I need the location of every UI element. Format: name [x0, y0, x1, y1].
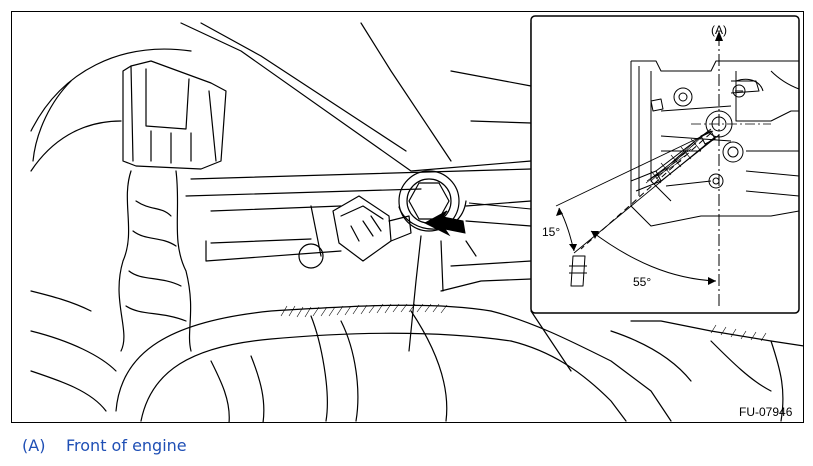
angle-label-15: 15° — [542, 225, 560, 239]
angle-55-arc — [590, 230, 717, 282]
engine-diagram: (A) 15° 55° FU-07946 — [11, 11, 804, 423]
callout-line — [468, 202, 532, 210]
figure-code: FU-07946 — [739, 405, 793, 419]
detail-inset: (A) 15° 55° — [530, 15, 800, 314]
hatching — [280, 303, 767, 342]
angle-label-55: 55° — [633, 275, 651, 289]
indicator-arrow — [423, 210, 466, 237]
sensor-wedge-hatch — [645, 132, 707, 184]
axis-arrowhead — [715, 31, 723, 41]
legend: (A) Front of engine — [22, 436, 187, 455]
legend-text: Front of engine — [66, 436, 187, 455]
legend-key: (A) — [22, 436, 46, 455]
direction-label: (A) — [711, 23, 727, 37]
